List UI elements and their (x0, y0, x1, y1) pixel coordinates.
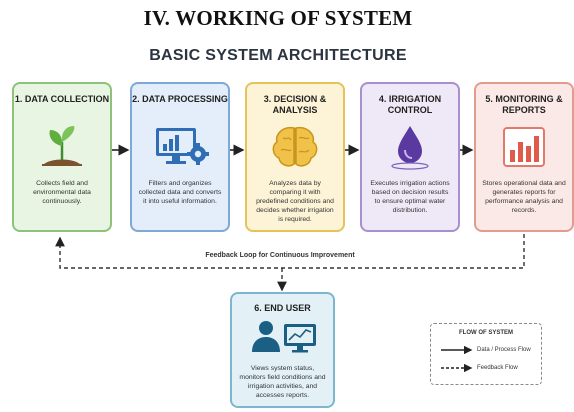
box-title: 6. END USER (254, 303, 311, 313)
monitor-chart-gear-icon (132, 124, 228, 170)
box-title: 1. DATA COLLECTION (14, 94, 110, 104)
data-processing-box: 2. DATA PROCESSING Filters and organizes… (130, 82, 230, 232)
legend-title: FLOW OF SYSTEM (459, 330, 513, 336)
end-user-box: 6. END USER Views system status, monitor… (230, 292, 335, 408)
feedback-loop-line (55, 234, 525, 269)
box-description: Stores operational data and generates re… (482, 180, 566, 214)
bar-chart-report-icon (476, 124, 572, 170)
box-description: Filters and organizes collected data and… (138, 180, 222, 205)
box-title: 5. MONITORING & REPORTS (485, 94, 563, 115)
legend-item-data-flow: Data / Process Flow (477, 347, 531, 353)
box-title: 4. IRRIGATION CONTROL (378, 94, 442, 115)
legend-item-feedback-flow: Feedback Flow (477, 365, 518, 371)
feedback-loop-label: Feedback Loop for Continuous Improvement (205, 252, 355, 259)
user-monitor-icon (232, 316, 333, 362)
box-description: Executes irrigation actions based on dec… (370, 180, 450, 214)
legend-swatches (441, 345, 473, 373)
box-description: Analyzes data by comparing it with prede… (256, 180, 334, 223)
water-drop-icon (362, 124, 458, 170)
box-title: 3. DECISION & ANALYSIS (263, 94, 327, 115)
decision-analysis-box: 3. DECISION & ANALYSIS Analyzes data by … (245, 82, 345, 232)
plant-sprout-icon (14, 124, 110, 170)
legend: FLOW OF SYSTEM Data / Process Flow Feedb… (430, 323, 542, 385)
monitoring-reports-box: 5. MONITORING & REPORTS Stores operation… (474, 82, 574, 232)
subheading: BASIC SYSTEM ARCHITECTURE (149, 47, 407, 64)
brain-icon (247, 124, 343, 170)
data-collection-box: 1. DATA COLLECTION Collects field and en… (12, 82, 112, 232)
box-description: Collects field and environmental data co… (33, 180, 91, 205)
box-description: Views system status, monitors field cond… (239, 365, 326, 399)
heading: IV. WORKING OF SYSTEM (143, 6, 413, 30)
irrigation-control-box: 4. IRRIGATION CONTROL Executes irrigatio… (360, 82, 460, 232)
box-title: 2. DATA PROCESSING (132, 94, 228, 104)
